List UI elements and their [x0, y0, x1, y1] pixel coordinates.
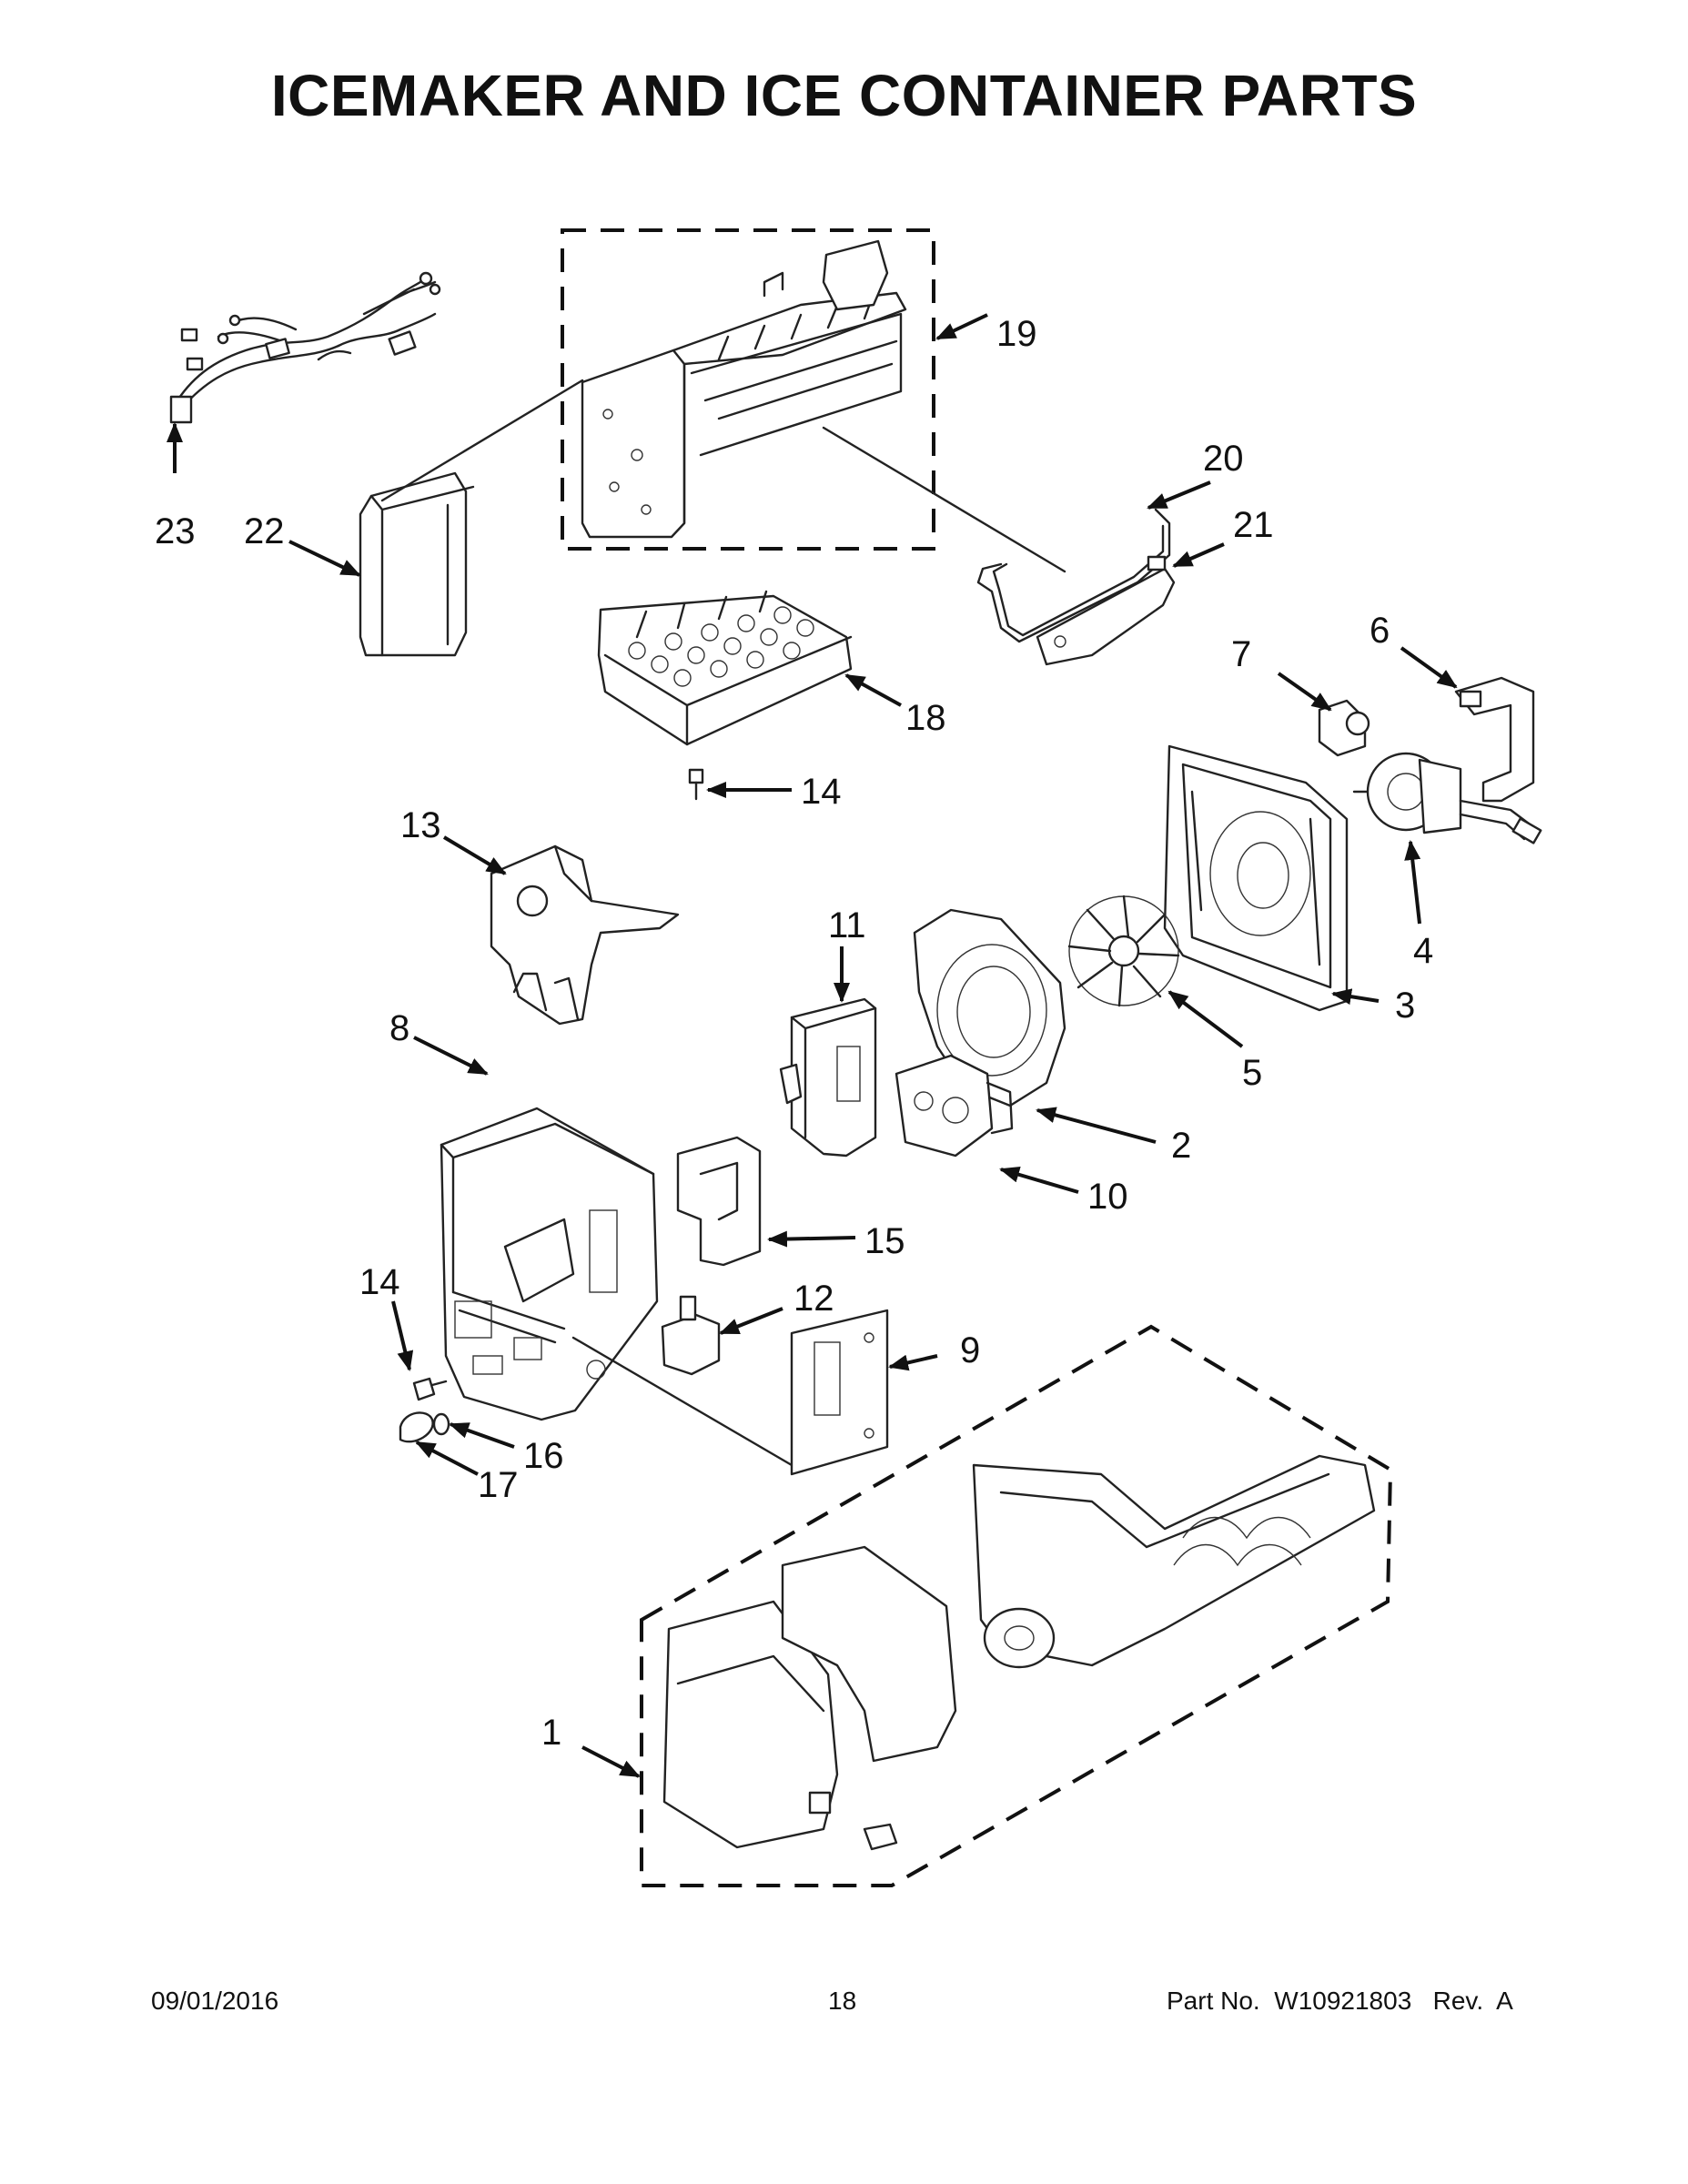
callout-5: 5: [1242, 1053, 1262, 1093]
connector-cover-to-icemaker: [380, 379, 584, 502]
callout-12: 12: [793, 1279, 834, 1319]
part-5-fan-blade: [1067, 895, 1180, 1007]
callout-13: 13: [400, 805, 441, 845]
part-22-icemaker-cover: [359, 471, 475, 657]
callout-15: 15: [864, 1221, 905, 1261]
footer-part-number: Part No. W10921803 Rev. A: [1167, 1987, 1513, 2015]
callout-7: 7: [1231, 634, 1251, 674]
callout-20: 20: [1203, 439, 1244, 479]
callout-labels: 23 22 19 20 21 18 14 7 6 4 3 5 2 10 11 1…: [155, 314, 1433, 1753]
callout-4: 4: [1413, 931, 1433, 971]
part-19-icemaker-assembly: [561, 228, 935, 551]
part-15-bracket: [676, 1136, 762, 1267]
callout-10: 10: [1087, 1177, 1128, 1217]
part-16-washer: [432, 1412, 450, 1436]
footer-page-number: 18: [828, 1987, 857, 2015]
part-21-front-cover: [1036, 555, 1176, 666]
callout-1: 1: [541, 1713, 561, 1753]
callout-22: 22: [244, 511, 285, 551]
callout-8: 8: [389, 1008, 409, 1048]
part-7-cam-bracket: [1318, 699, 1370, 757]
callout-19: 19: [996, 314, 1037, 354]
footer-date: 09/01/2016: [151, 1987, 279, 2015]
part-6-motor-bracket: [1454, 676, 1535, 803]
part-13-chute-deflector: [490, 844, 680, 1026]
callout-14-upper: 14: [801, 772, 842, 812]
callout-2: 2: [1171, 1126, 1191, 1166]
connector-icemaker-to-arm: [822, 426, 1066, 573]
callout-17: 17: [478, 1465, 519, 1505]
page-title: ICEMAKER AND ICE CONTAINER PARTS: [270, 63, 1418, 128]
callout-16: 16: [523, 1436, 564, 1476]
connector-housing-to-cover: [571, 1336, 793, 1467]
part-23-wire-harness: [169, 271, 441, 424]
part-14-screw-lower: [412, 1377, 448, 1401]
callout-9: 9: [960, 1330, 980, 1370]
callout-23: 23: [155, 511, 196, 551]
part-20-ice-level-arm: [976, 508, 1171, 643]
callout-11: 11: [828, 905, 866, 945]
part-3-evaporator-housing: [1163, 744, 1349, 1012]
part-17-clip: [399, 1411, 434, 1443]
part-14-screw-upper: [688, 768, 704, 801]
part-4-fan-motor: [1352, 752, 1542, 844]
part-12-solenoid: [661, 1295, 721, 1376]
part-8-dispenser-housing: [440, 1107, 659, 1421]
part-9-cover-plate: [790, 1309, 889, 1476]
callout-leaders: [167, 313, 1458, 1778]
part-18-ice-tray: [597, 590, 853, 746]
part-10-auger-motor: [895, 1054, 1014, 1158]
callout-6: 6: [1370, 611, 1390, 651]
callout-21: 21: [1233, 505, 1274, 545]
part-1-ice-container-assembly: [640, 1324, 1393, 1887]
part-11-bracket: [779, 997, 877, 1158]
callout-18: 18: [905, 698, 946, 738]
callout-14-lower: 14: [359, 1262, 400, 1302]
callout-3: 3: [1395, 986, 1415, 1026]
